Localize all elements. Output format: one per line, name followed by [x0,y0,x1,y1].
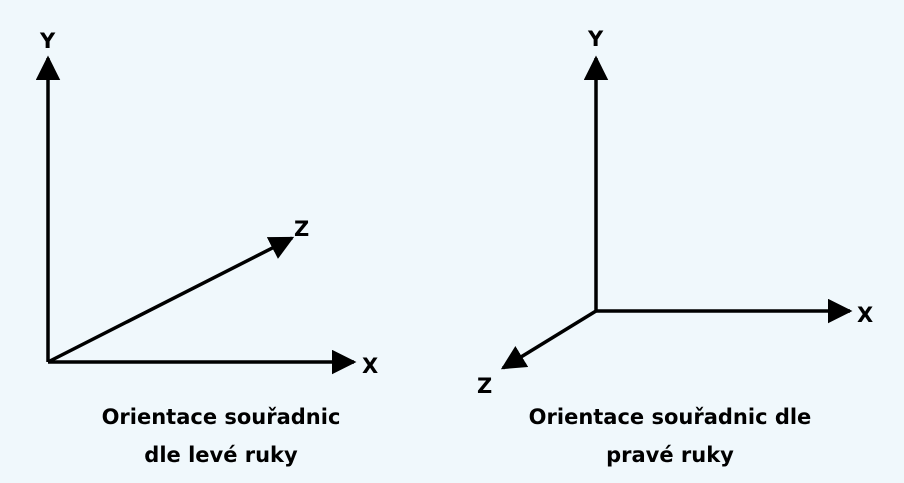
left-z-axis [47,236,295,364]
right-z-axis [500,309,597,370]
right-y-label: Y [587,27,604,51]
right-caption-line-2: pravé ruky [606,443,734,467]
right-x-label: X [857,303,873,327]
left-caption: Orientace souřadnic dle levé ruky [36,398,406,474]
left-caption-line-2: dle levé ruky [144,443,298,467]
left-hand-system: Y Z X [35,29,378,378]
right-caption: Orientace souřadnic dle pravé ruky [485,398,855,474]
right-hand-system: Y X Z [477,27,873,398]
right-caption-line-1: Orientace souřadnic dle [528,405,812,429]
left-z-label: Z [294,217,309,241]
left-x-label: X [362,354,378,378]
right-z-label: Z [477,374,492,398]
left-y-label: Y [39,29,56,53]
left-caption-line-1: Orientace souřadnic [101,405,341,429]
